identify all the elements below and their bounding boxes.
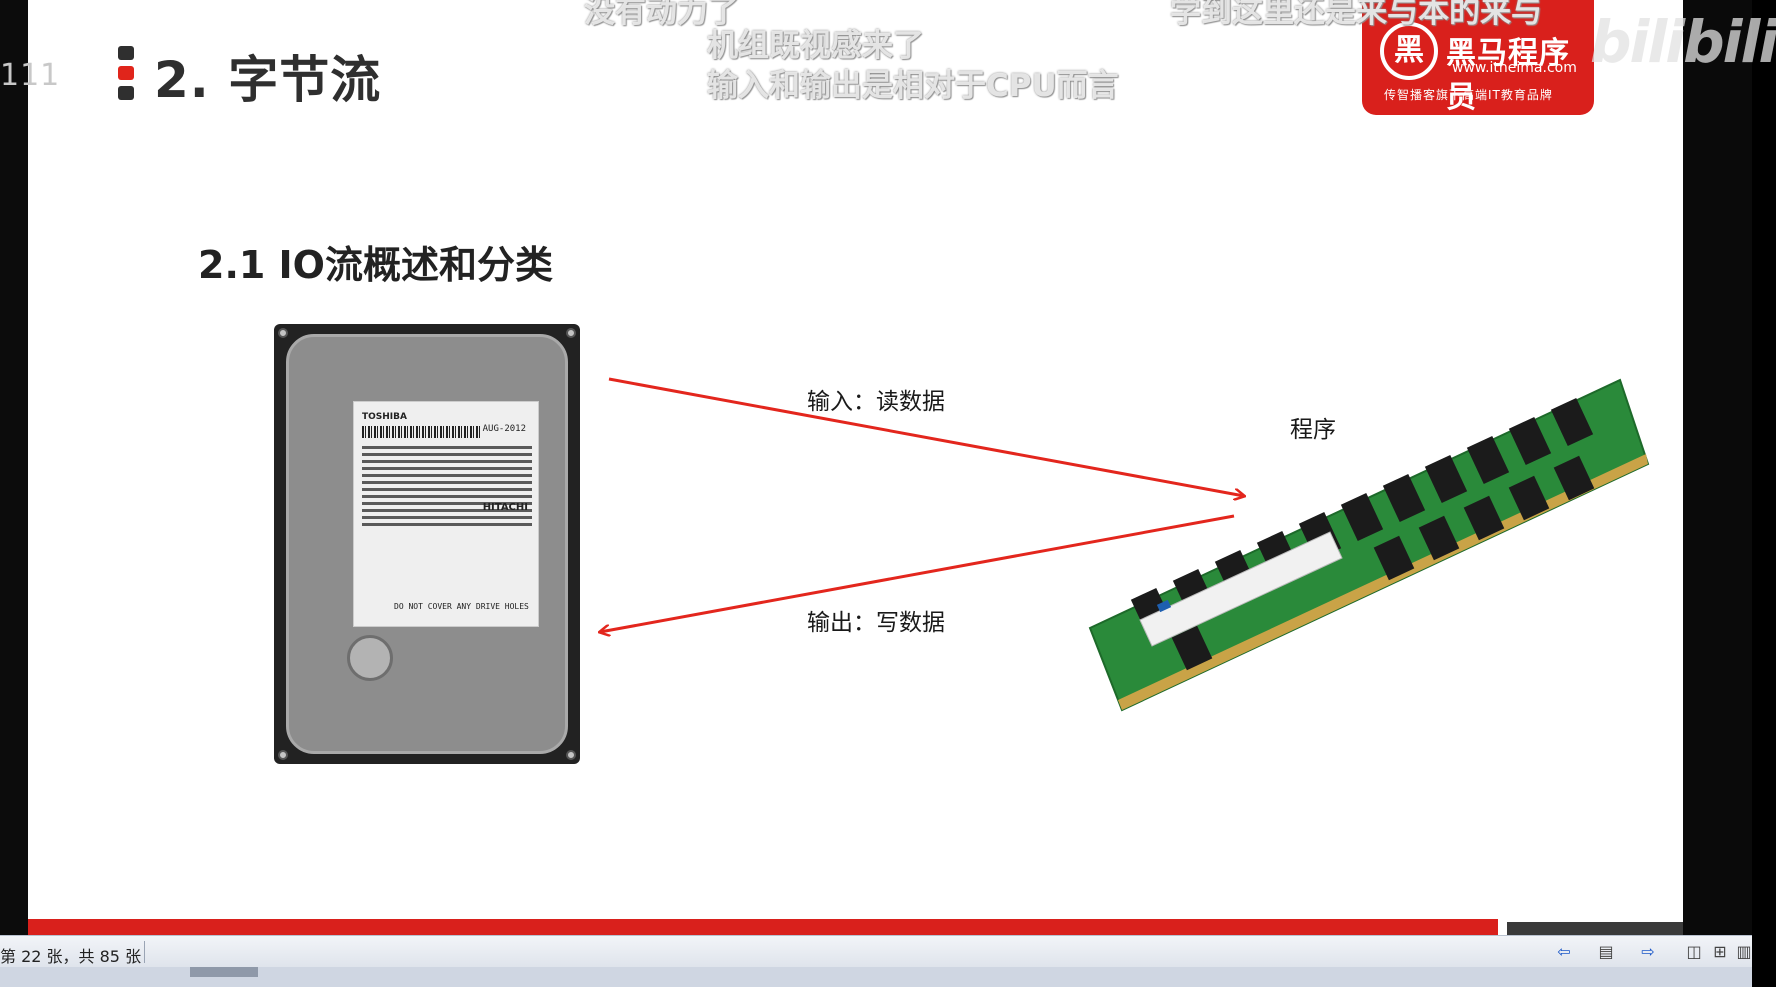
slide-red-footer-bar [28, 919, 1498, 935]
slide-sorter-icon[interactable]: ⊞ [1713, 942, 1727, 961]
hard-drive-image: TOSHIBA AUG-2012 HITACHI DO NOT COVER AN… [274, 324, 580, 764]
logo-tagline: 传智播客旗下高端IT教育品牌 [1384, 88, 1553, 102]
previous-slide-icon[interactable]: ⇦ [1557, 942, 1571, 961]
section-title: 2. 字节流 [154, 51, 382, 109]
normal-view-icon[interactable]: ◫ [1686, 942, 1702, 961]
logo-mark: 黑 [1380, 22, 1438, 80]
hdd-sticker: TOSHIBA AUG-2012 HITACHI DO NOT COVER AN… [353, 401, 539, 627]
hdd-warning: DO NOT COVER ANY DRIVE HOLES [394, 602, 529, 611]
slide-dark-footer-bar [1507, 922, 1683, 935]
section-marker-icon [118, 46, 134, 102]
logo-url: www.itheima.com [1452, 60, 1577, 76]
status-divider [144, 941, 145, 963]
ram-module-image [1088, 378, 1650, 712]
danmaku-line: 输入和输出是相对于CPU而言 [707, 68, 1119, 104]
input-arrow [608, 377, 1244, 496]
danmaku-line: 学到这里还是来与本的来与 [1170, 0, 1542, 30]
io-arrows [28, 377, 1683, 935]
output-label: 输出：写数据 [807, 610, 945, 636]
next-slide-icon[interactable]: ⇨ [1641, 942, 1655, 961]
slide-number: 111 [0, 58, 61, 93]
slide-counter: 第 22 张，共 85 张 [0, 947, 142, 966]
right-margin [1683, 0, 1752, 935]
notes-icon[interactable]: ▤ [1598, 942, 1614, 961]
hdd-spindle [347, 635, 393, 681]
horizontal-scrollbar-thumb[interactable] [190, 967, 258, 977]
input-label: 输入：读数据 [807, 389, 945, 415]
hdd-maker: HITACHI [482, 502, 528, 513]
output-arrow [600, 514, 1235, 632]
bottom-scroll-strip [0, 967, 1752, 987]
slide-canvas: 111 2. 字节流 2.1 IO流概述和分类 输入：读数据 输出：写数据 程序… [0, 0, 1683, 935]
bilibili-watermark: bilibili [1590, 8, 1776, 76]
itheima-logo: 黑 黑马程序员 www.itheima.com 传智播客旗下高端IT教育品牌 [1362, 0, 1594, 115]
hdd-brand: TOSHIBA [362, 412, 407, 422]
program-label: 程序 [1290, 417, 1336, 443]
subsection-title: 2.1 IO流概述和分类 [198, 243, 553, 287]
status-bar: 第 22 张，共 85 张 ⇦ ▤ ⇨ ◫ ⊞ ▥ [0, 935, 1752, 967]
hdd-date: AUG-2012 [482, 424, 526, 434]
danmaku-line: 没有动力了 [584, 0, 739, 30]
danmaku-line: 机组既视感来了 [707, 28, 924, 64]
left-margin [0, 0, 28, 935]
logo-name: 黑马程序员 [1446, 36, 1570, 115]
reading-view-icon[interactable]: ▥ [1736, 942, 1752, 961]
